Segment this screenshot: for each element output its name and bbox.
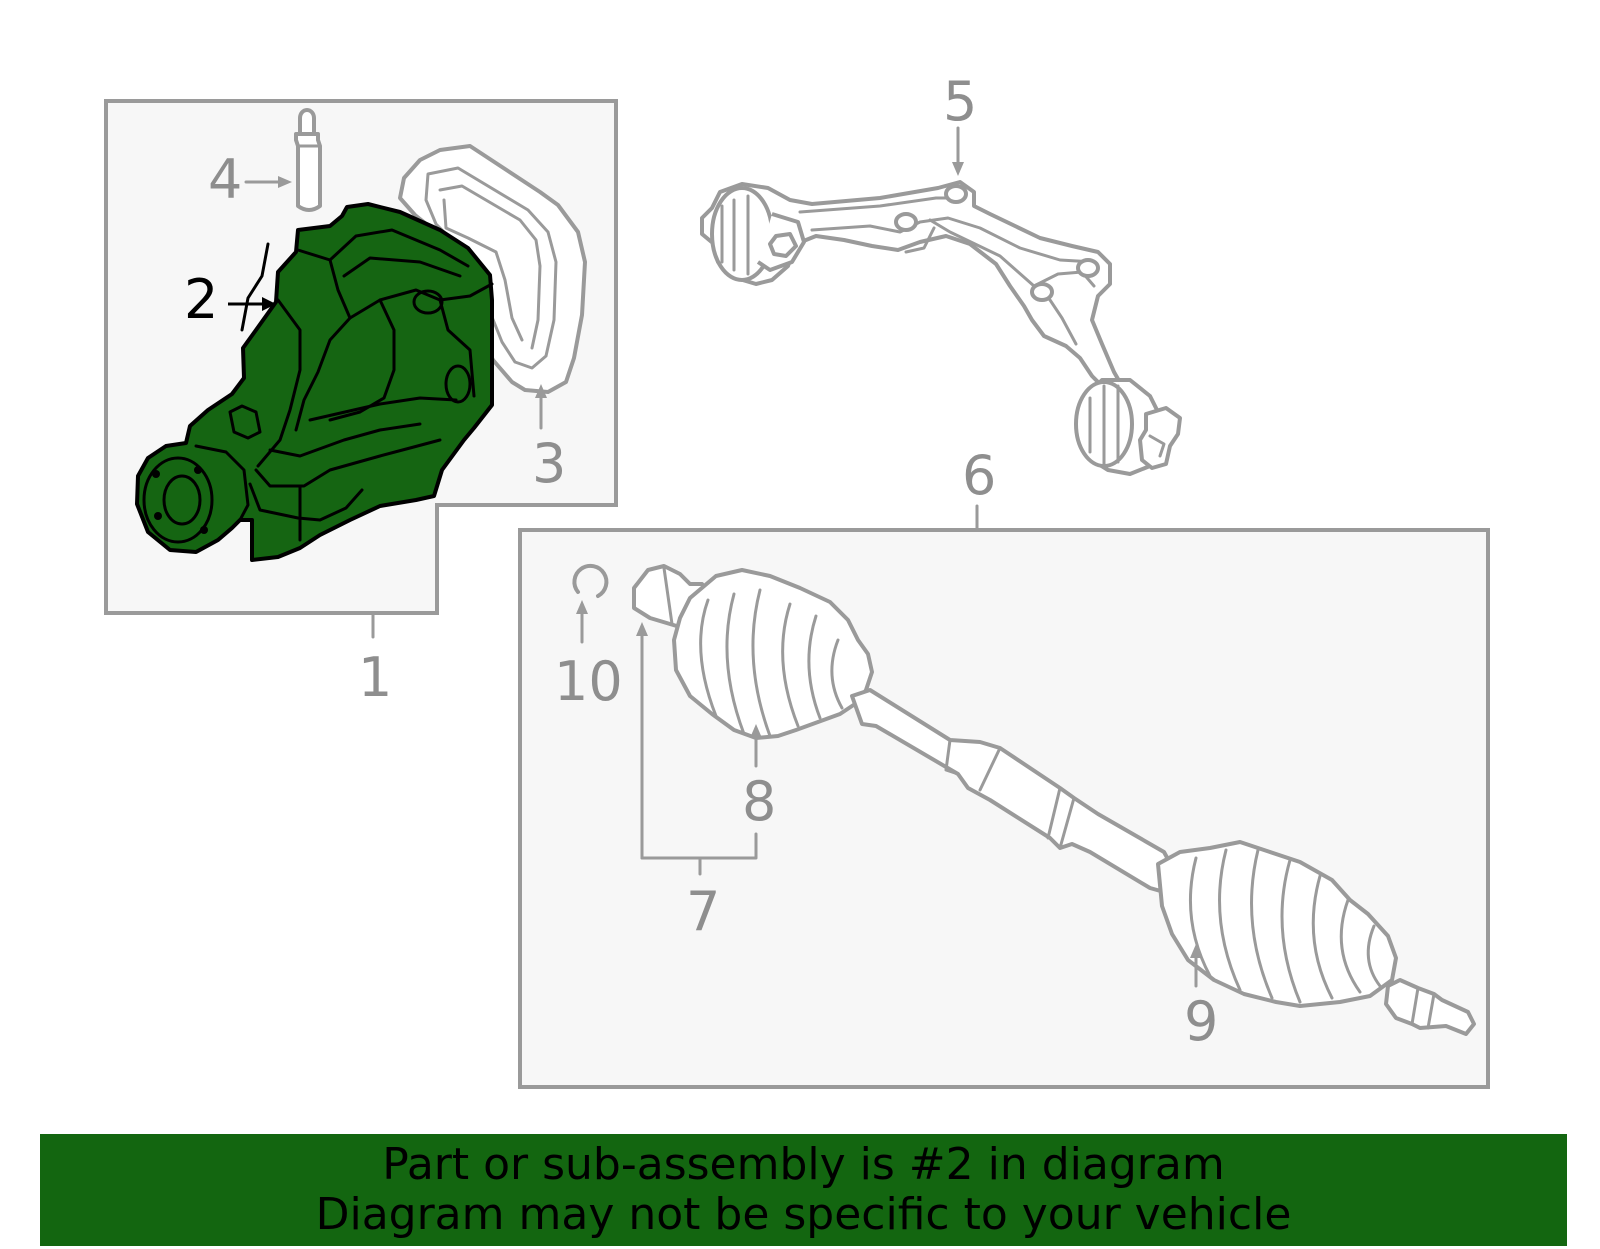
subframe-part-5	[700, 180, 1182, 476]
callout-8: 8	[742, 770, 776, 833]
callout-9: 9	[1184, 990, 1218, 1053]
callout-10: 10	[554, 650, 623, 713]
callout-2: 2	[184, 268, 218, 331]
callout-2-arrowhead	[262, 297, 276, 311]
notice-banner: Part or sub-assembly is #2 in diagram Di…	[40, 1134, 1567, 1246]
callout-7: 7	[686, 880, 720, 943]
callout-7-bracket	[636, 622, 758, 876]
cover-part-3	[398, 144, 587, 394]
outer-boot-part-9	[1156, 840, 1398, 1008]
differential-part-2	[135, 202, 494, 562]
callout-1: 1	[358, 646, 392, 709]
callout-5: 5	[943, 70, 977, 133]
banner-line-1: Part or sub-assembly is #2 in diagram	[382, 1139, 1225, 1190]
axle-shaft	[632, 564, 1476, 1036]
inner-boot-part-8	[672, 568, 874, 740]
banner-line-2: Diagram may not be specific to your vehi…	[315, 1189, 1292, 1240]
pin-part-4	[294, 108, 322, 212]
callout-4: 4	[208, 148, 242, 211]
callout-3: 3	[532, 432, 566, 495]
snap-ring-part-10	[572, 563, 609, 598]
callout-6: 6	[962, 444, 996, 507]
